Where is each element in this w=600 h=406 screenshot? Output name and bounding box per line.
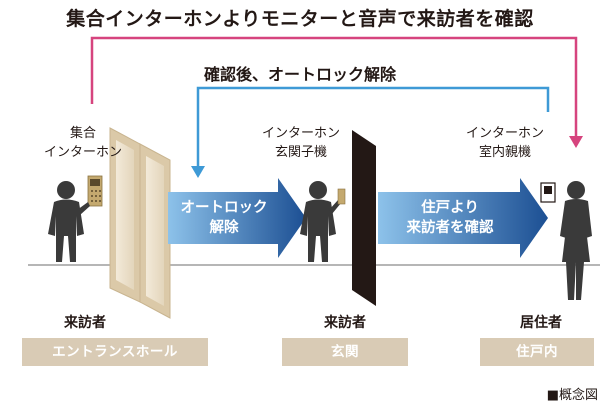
room-unit-label: インターホン 室内親機 [440,124,570,162]
door-intercom [337,188,346,205]
entrance-intercom-label-line2: インターホン [43,145,122,160]
place-entrance-hall: エントランスホール [22,338,208,366]
confirm-arrow-text: 住戸より 来訪者を確認 [384,198,516,238]
blue-arrowhead [191,166,205,178]
door-unit-label-line2: 玄関子機 [274,145,327,160]
front-door [352,130,376,306]
confirm-arrow-text-line1: 住戸より [421,200,479,216]
pink-arrowhead [569,136,583,148]
entrance-intercom-label: 集合 インターホン [28,124,138,162]
confirm-arrow-text-line2: 来訪者を確認 [406,220,494,236]
entrance-intercom-label-line1: 集合 [69,126,96,141]
confirm-arrow [378,178,548,258]
room-unit-label-line2: 室内親機 [478,145,531,160]
visitor-figure-1 [48,181,90,262]
blue-flow-line [196,86,550,168]
door-unit-label: インターホン 玄関子機 [236,124,366,162]
entrance-doors [109,127,171,319]
pink-flow-line [90,36,578,138]
entrance-intercom-panel [87,175,103,207]
resident-role: 居住者 [520,315,562,331]
place-dwelling: 住戸内 [480,338,594,366]
concept-note: ■概念図 [546,388,598,403]
room-unit-label-line1: インターホン [465,126,544,141]
visitor-role-2: 来訪者 [324,315,366,331]
unlock-caption: 確認後、オートロック解除 [203,65,396,84]
room-monitor [540,182,556,203]
unlock-arrow-text-line2: 解除 [209,220,239,236]
door-unit-label-line1: インターホン [261,126,340,141]
unlock-arrow-text: オートロック 解除 [168,198,280,238]
diagram-title: 集合インターホンよりモニターと音声で来訪者を確認 [66,8,534,30]
visitor-figure-2 [300,181,341,262]
unlock-arrow [168,178,306,258]
unlock-arrow-text-line1: オートロック [180,200,268,216]
resident-figure [560,181,592,300]
place-genkan: 玄関 [282,338,408,366]
visitor-role-1: 来訪者 [64,315,106,331]
